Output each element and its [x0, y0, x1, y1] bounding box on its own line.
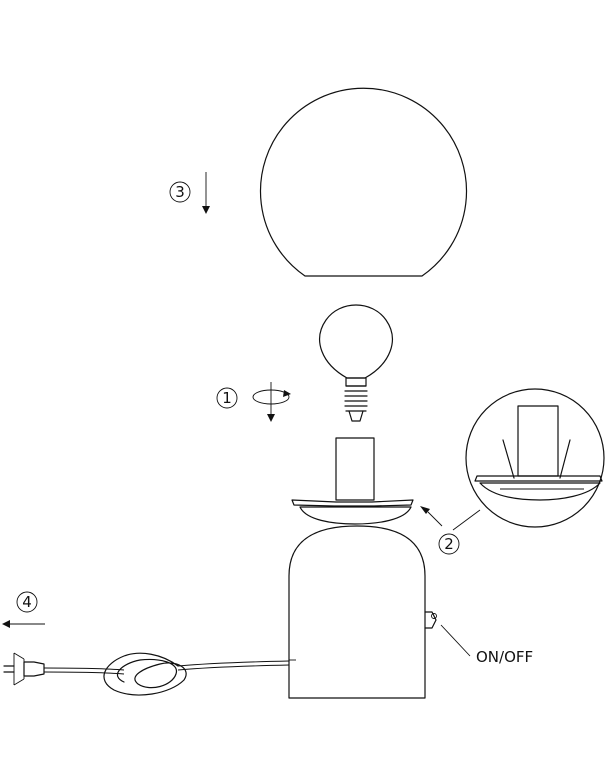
- socket-holder: [335, 437, 375, 501]
- power-cable: [43, 652, 290, 696]
- down-arrow-icon: [202, 172, 210, 214]
- clip-ring: [291, 499, 414, 525]
- lamp-base: [288, 525, 426, 699]
- step-4-number: 4: [22, 593, 32, 611]
- on-off-label: ON/OFF: [476, 648, 533, 666]
- step-2-number: 2: [444, 535, 454, 553]
- left-arrow-icon: [2, 620, 45, 628]
- step-3-number: 3: [175, 183, 185, 201]
- step-2-marker: 2: [438, 533, 460, 555]
- step-3-marker: 3: [169, 181, 191, 203]
- rotate-arrow-icon: [252, 382, 291, 422]
- switch-leader: [440, 624, 471, 657]
- on-off-switch: [424, 611, 437, 629]
- step-1-marker: 1: [216, 387, 238, 409]
- euro-plug-icon: [3, 652, 45, 686]
- step-1-number: 1: [222, 389, 232, 407]
- step-4-marker: 4: [16, 591, 38, 613]
- detail-callout: [465, 388, 605, 528]
- step-2-leader: [420, 506, 481, 531]
- glass-globe: [259, 87, 468, 277]
- light-bulb: [319, 304, 393, 422]
